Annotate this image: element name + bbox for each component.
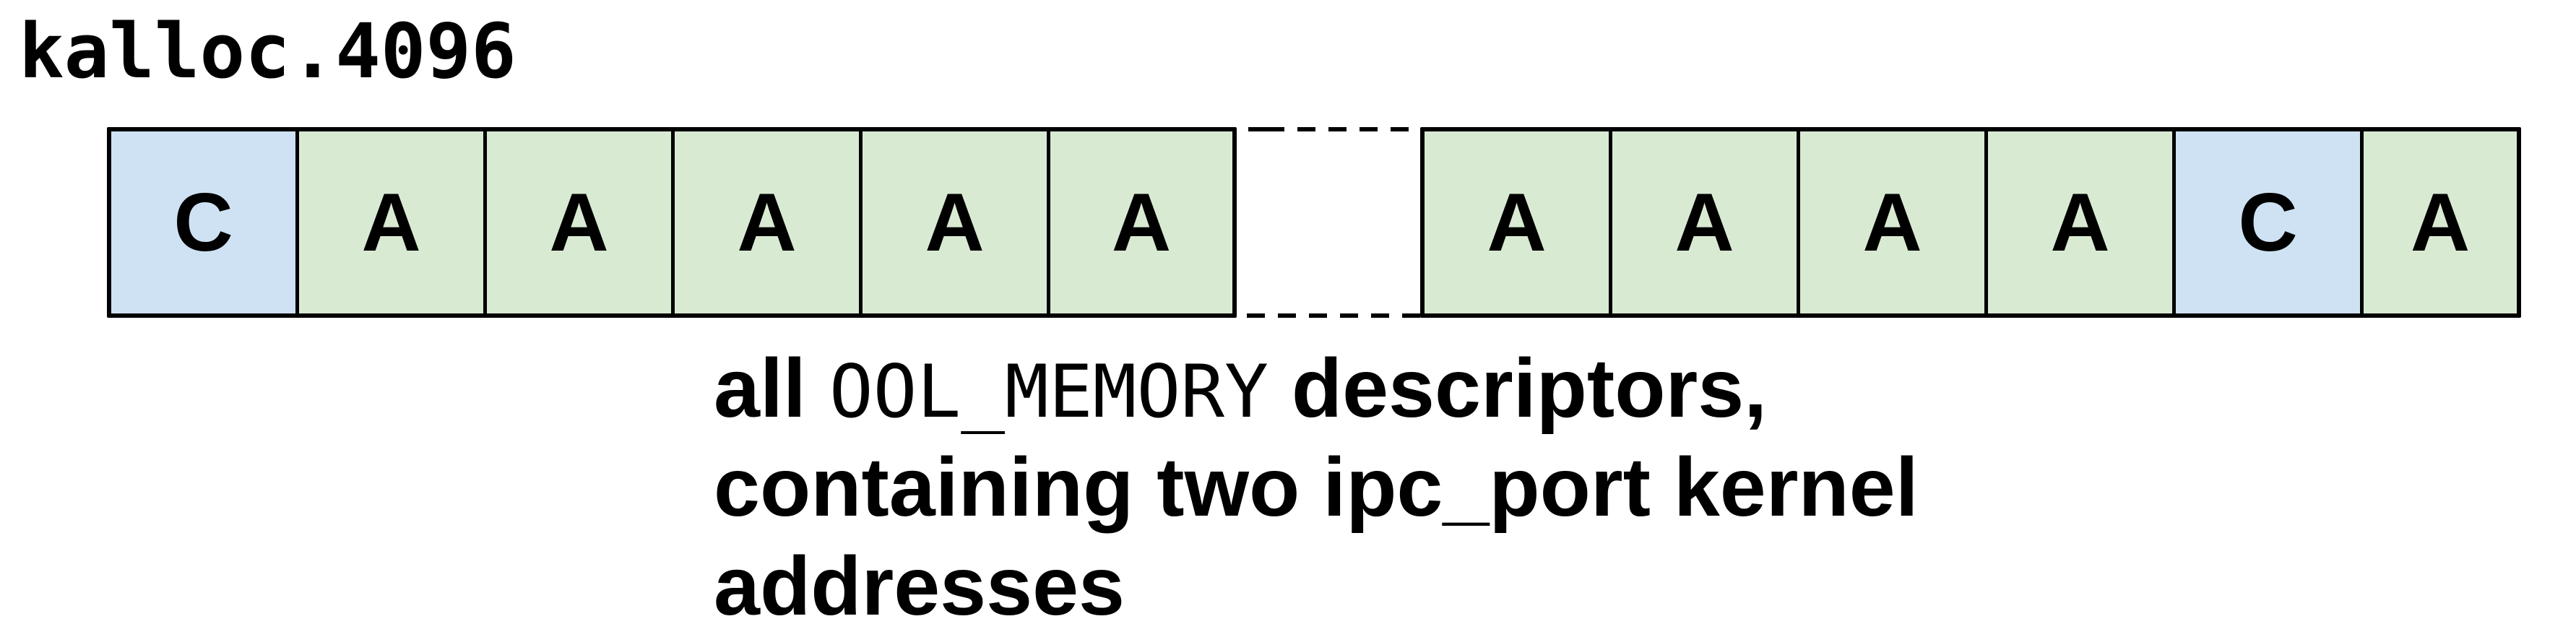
zone-cell: A	[1425, 131, 1612, 313]
caption-text: descriptors,	[1268, 342, 1768, 435]
zone-strip-right: A A A A C A	[1420, 127, 2521, 318]
gap-dashed-line-top	[1237, 127, 1410, 131]
zone-cell: A	[1612, 131, 1800, 313]
zone-cell: A	[863, 131, 1050, 313]
zone-cell: A	[487, 131, 675, 313]
gap-dashed-line-bottom	[1237, 313, 1422, 318]
zone-cell: A	[299, 131, 487, 313]
zone-cell: A	[1988, 131, 2176, 313]
caption-line-1: all OOL_MEMORY descriptors,	[714, 339, 1919, 438]
zone-cell: A	[1800, 131, 1988, 313]
zone-title: kalloc.4096	[19, 7, 517, 95]
zone-cell: A	[1050, 131, 1232, 313]
zone-cell: C	[111, 131, 299, 313]
caption-text: all	[714, 342, 829, 435]
zone-cell: A	[675, 131, 863, 313]
caption: all OOL_MEMORY descriptors, containing t…	[714, 339, 1919, 636]
zone-cell: A	[2364, 131, 2517, 313]
zone-strip-left: C A A A A A	[107, 127, 1237, 318]
zone-cell: C	[2176, 131, 2364, 313]
caption-line-2: containing two ipc_port kernel	[714, 441, 1919, 534]
caption-line-3: addresses	[714, 540, 1125, 633]
caption-code: OOL_MEMORY	[829, 349, 1268, 434]
